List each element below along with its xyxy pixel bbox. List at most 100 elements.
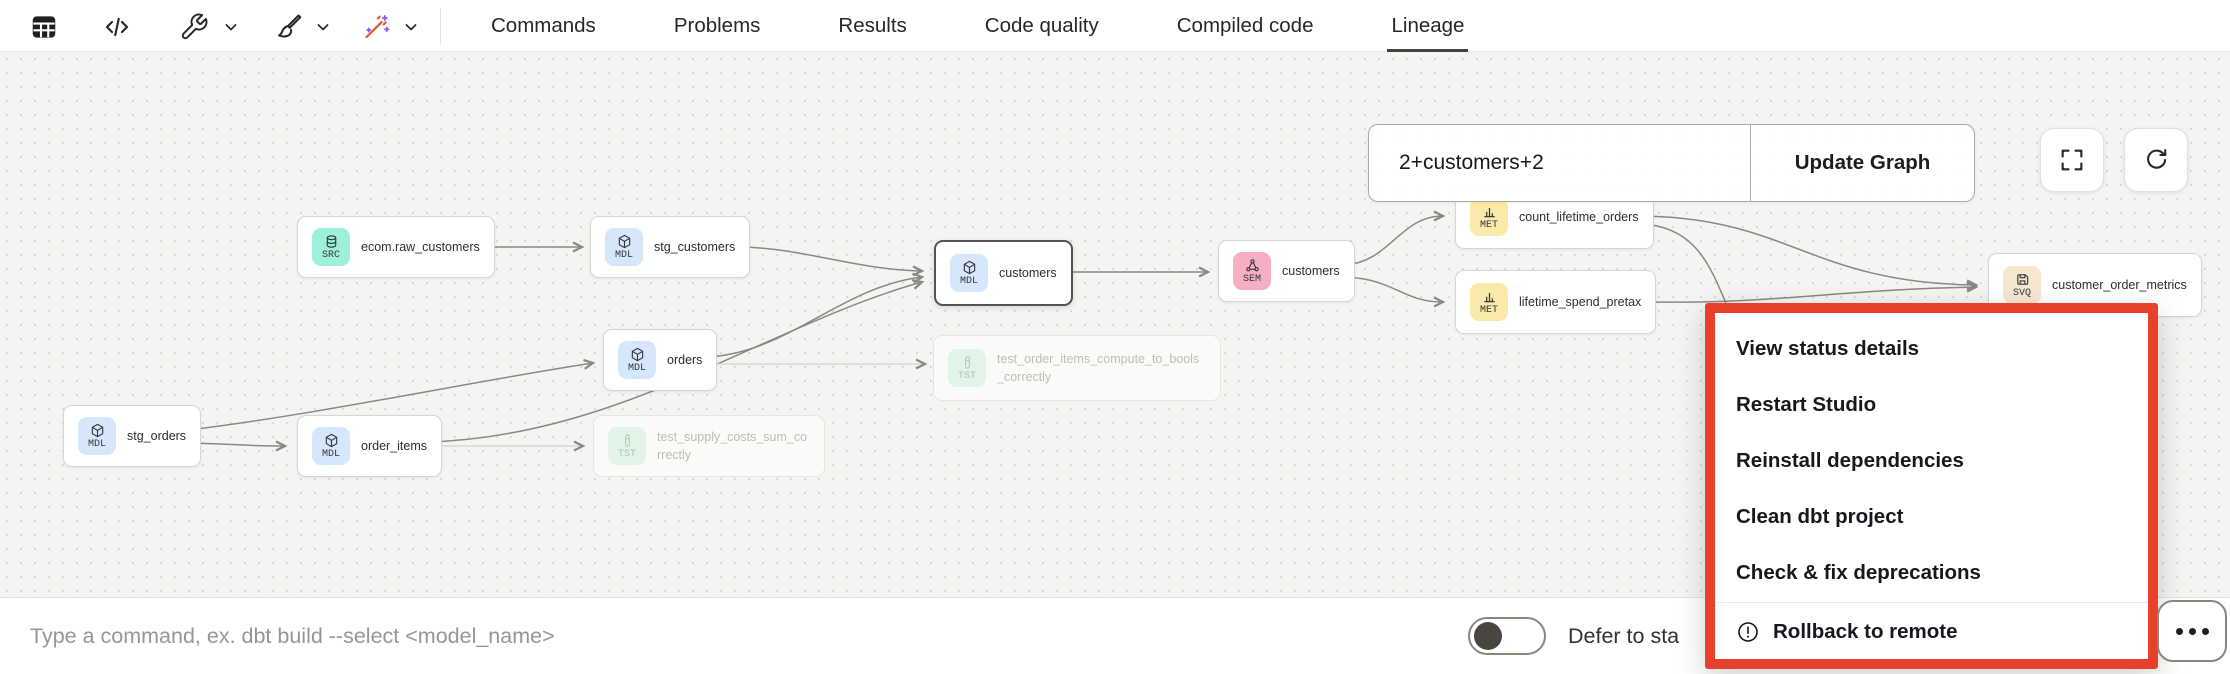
- tab-compiled-code[interactable]: Compiled code: [1176, 14, 1314, 37]
- model-badge: MDL: [605, 228, 643, 266]
- test-badge: TST: [948, 349, 986, 387]
- wrench-icon[interactable]: [178, 11, 210, 43]
- node-stg-customers[interactable]: MDL stg_customers: [590, 216, 751, 278]
- defer-label: Defer to sta: [1568, 624, 1680, 648]
- node-label: stg_orders: [127, 429, 187, 443]
- floppy-disk-icon: [2016, 273, 2028, 285]
- badge-type-label: SEM: [1242, 273, 1261, 285]
- node-test-supply-costs[interactable]: TST test_supply_costs_sum_correctly: [593, 415, 825, 477]
- warning-circle-icon: [1738, 622, 1758, 642]
- saved-query-badge: SVQ: [2003, 266, 2041, 304]
- menu-item-restart-studio[interactable]: Restart Studio: [1736, 393, 1877, 416]
- model-badge: MDL: [78, 417, 116, 455]
- defer-toggle[interactable]: [1468, 617, 1546, 655]
- node-customers-semantic[interactable]: SEM customers: [1218, 240, 1355, 302]
- menu-divider: [1715, 602, 2148, 603]
- tab-lineage[interactable]: Lineage: [1387, 0, 1469, 52]
- top-toolbar: Commands Problems Results Code quality C…: [0, 0, 2230, 52]
- badge-type-label: SVQ: [2012, 287, 2031, 299]
- node-label: stg_customers: [654, 240, 736, 254]
- semantic-graph-icon: [1245, 258, 1259, 271]
- badge-type-label: MDL: [614, 249, 633, 261]
- node-label: order_items: [361, 439, 427, 453]
- node-order-items[interactable]: MDL order_items: [297, 415, 442, 477]
- node-label: ecom.raw_customers: [361, 240, 480, 254]
- model-badge: MDL: [312, 427, 350, 465]
- node-label: count_lifetime_orders: [1519, 210, 1639, 224]
- tab-problems[interactable]: Problems: [673, 14, 761, 37]
- graph-selector: Update Graph: [1368, 124, 1975, 202]
- menu-item-view-status-details[interactable]: View status details: [1736, 337, 1920, 360]
- node-test-order-items[interactable]: TST test_order_items_compute_to_bools_co…: [933, 335, 1221, 401]
- menu-item-rollback-to-remote[interactable]: Rollback to remote: [1715, 604, 2148, 660]
- tab-results[interactable]: Results: [838, 14, 907, 37]
- ellipsis-icon: [2188, 627, 2196, 635]
- node-label: orders: [667, 353, 703, 367]
- metric-badge: MET: [1470, 198, 1508, 236]
- table-icon[interactable]: [28, 11, 60, 43]
- node-label: test_supply_costs_sum_correctly: [657, 429, 808, 462]
- cube-icon: [618, 234, 630, 248]
- status-context-menu: View status details Restart Studio Reins…: [1705, 303, 2158, 669]
- cube-icon: [963, 260, 975, 274]
- node-orders[interactable]: MDL orders: [603, 329, 718, 391]
- cube-icon: [91, 423, 103, 437]
- cube-icon: [631, 347, 643, 361]
- database-icon: [326, 234, 336, 248]
- test-badge: TST: [608, 427, 646, 465]
- code-icon[interactable]: [101, 11, 133, 43]
- wand-dropdown-chevron-icon[interactable]: [401, 17, 421, 37]
- tab-code-quality[interactable]: Code quality: [984, 14, 1099, 37]
- badge-type-label: MET: [1479, 219, 1498, 231]
- ellipsis-icon: [2175, 627, 2183, 635]
- menu-item-check-fix-deprecations[interactable]: Check & fix deprecations: [1736, 561, 1981, 584]
- badge-type-label: MDL: [321, 448, 340, 460]
- model-badge: MDL: [950, 254, 988, 292]
- refresh-icon: [2147, 149, 2167, 169]
- status-menu-list: View status details Restart Studio Reins…: [1715, 321, 2148, 660]
- badge-type-label: MDL: [87, 438, 106, 450]
- node-ecom-raw-customers[interactable]: SRC ecom.raw_customers: [297, 216, 495, 278]
- menu-item-clean-dbt-project[interactable]: Clean dbt project: [1736, 505, 1904, 528]
- badge-type-label: MDL: [627, 362, 646, 374]
- node-stg-orders[interactable]: MDL stg_orders: [63, 405, 202, 467]
- cube-icon: [325, 433, 337, 447]
- wrench-dropdown-chevron-icon[interactable]: [221, 17, 241, 37]
- command-bar: Defer to sta: [0, 597, 2230, 674]
- broom-icon[interactable]: [273, 11, 305, 43]
- lineage-edges: [188, 210, 1979, 452]
- badge-type-label: MDL: [959, 275, 978, 287]
- badge-type-label: SRC: [321, 249, 340, 261]
- menu-item-label: Rollback to remote: [1773, 620, 1958, 643]
- node-label: test_order_items_compute_to_bools_correc…: [997, 351, 1200, 384]
- magic-wand-icon[interactable]: [360, 11, 392, 43]
- menu-item-reinstall-dependencies[interactable]: Reinstall dependencies: [1736, 449, 1964, 472]
- node-lifetime-spend-pretax[interactable]: MET lifetime_spend_pretax: [1455, 270, 1657, 334]
- update-graph-button[interactable]: Update Graph: [1794, 151, 1931, 174]
- broom-dropdown-chevron-icon[interactable]: [313, 17, 333, 37]
- toggle-knob: [1474, 622, 1502, 650]
- node-label: lifetime_spend_pretax: [1519, 295, 1642, 309]
- bar-chart-icon: [1483, 292, 1495, 302]
- tab-commands[interactable]: Commands: [491, 14, 596, 37]
- node-label: customers: [999, 266, 1057, 280]
- refresh-button[interactable]: [2124, 128, 2188, 192]
- source-badge: SRC: [312, 228, 350, 266]
- test-tube-icon: [624, 433, 630, 447]
- command-input[interactable]: [30, 598, 1130, 674]
- fullscreen-button[interactable]: [2040, 128, 2104, 192]
- test-tube-icon: [964, 355, 970, 369]
- badge-type-label: TST: [617, 448, 636, 460]
- model-badge: MDL: [618, 341, 656, 379]
- selector-input[interactable]: [1369, 125, 1750, 201]
- ellipsis-icon: [2201, 627, 2209, 635]
- selector-divider: [1749, 125, 1751, 201]
- more-options-button[interactable]: [2157, 600, 2227, 662]
- badge-type-label: MET: [1479, 304, 1498, 316]
- node-label: customer_order_metrics: [2052, 278, 2187, 292]
- semantic-badge: SEM: [1233, 252, 1271, 290]
- node-customers-model[interactable]: MDL customers: [934, 240, 1073, 306]
- node-label: customers: [1282, 264, 1340, 278]
- metric-badge: MET: [1470, 283, 1508, 321]
